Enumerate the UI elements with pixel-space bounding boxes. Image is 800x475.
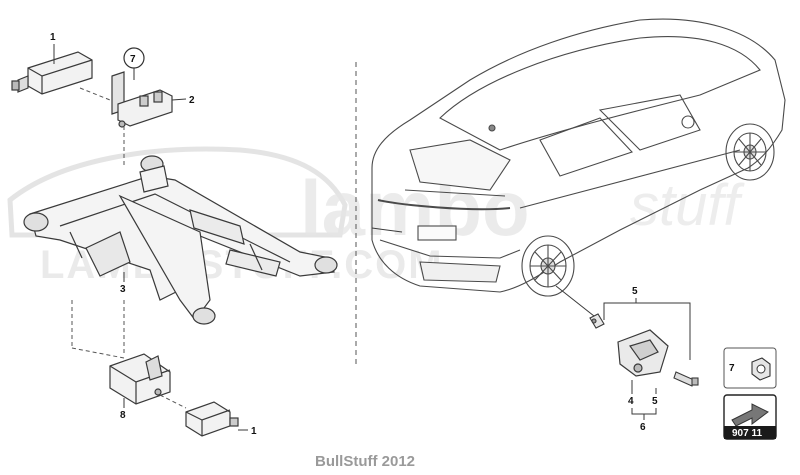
page-code-badge: 907 11 — [723, 394, 777, 440]
bracket-5 — [603, 302, 691, 360]
callout-5-lower: 5 — [652, 396, 658, 407]
rear-wheel — [521, 235, 575, 297]
footer-caption: BullStuff 2012 — [315, 453, 415, 470]
dash-link-bracket-8 — [71, 347, 125, 359]
license-plate — [417, 225, 457, 241]
callout-7: 7 — [130, 54, 136, 65]
callout-6: 6 — [640, 422, 646, 433]
leader-vehicle-to-subframe — [371, 227, 403, 233]
vehicle-rear-view — [371, 18, 786, 297]
rear-window — [409, 139, 511, 191]
part-3-rear-subframe — [23, 155, 338, 325]
front-wheel — [725, 123, 775, 181]
vehicle-roof — [439, 36, 761, 151]
callout-3: 3 — [120, 284, 126, 295]
hatch-line — [404, 189, 506, 197]
rear-bumper — [379, 239, 521, 259]
bracket-6 — [631, 408, 657, 415]
page-code: 907 11 — [732, 428, 762, 439]
part-1-sensor-module-top — [11, 51, 93, 95]
part-1-sensor-module-bottom — [185, 401, 239, 437]
roof-antenna — [488, 124, 496, 132]
leader-2 — [171, 98, 187, 101]
leader-wheel-to-sensor — [555, 285, 595, 317]
callout-4: 4 — [628, 396, 634, 407]
legend-item-7-number: 7 — [729, 363, 735, 374]
part-valve-cap — [589, 313, 605, 329]
watermark-car-silhouette — [7, 146, 348, 238]
rear-diffuser — [419, 261, 501, 283]
callout-1-bottom: 1 — [251, 426, 257, 437]
callout-8: 8 — [120, 410, 126, 421]
side-window-rear — [539, 117, 633, 177]
side-window-front — [598, 94, 701, 151]
mirror — [681, 115, 695, 129]
dash-link-8-1 — [159, 394, 187, 409]
part-4-tpms-sensor — [617, 329, 669, 377]
callout-2: 2 — [189, 95, 195, 106]
vehicle-body-outline — [371, 18, 786, 293]
side-crease — [519, 149, 741, 209]
callout-1-top: 1 — [50, 32, 56, 43]
part-2-mounting-bracket — [111, 71, 173, 128]
legend-item-7-box: 7 — [723, 347, 777, 389]
part-8-sensor-holder — [109, 353, 171, 405]
callout-5: 5 — [632, 286, 638, 297]
watermark-script: stuff — [630, 173, 745, 238]
arrow-icon — [731, 403, 769, 427]
part-5-valve-stem — [673, 371, 699, 387]
hex-nut-icon — [751, 357, 771, 381]
taillight-bar — [377, 199, 511, 211]
